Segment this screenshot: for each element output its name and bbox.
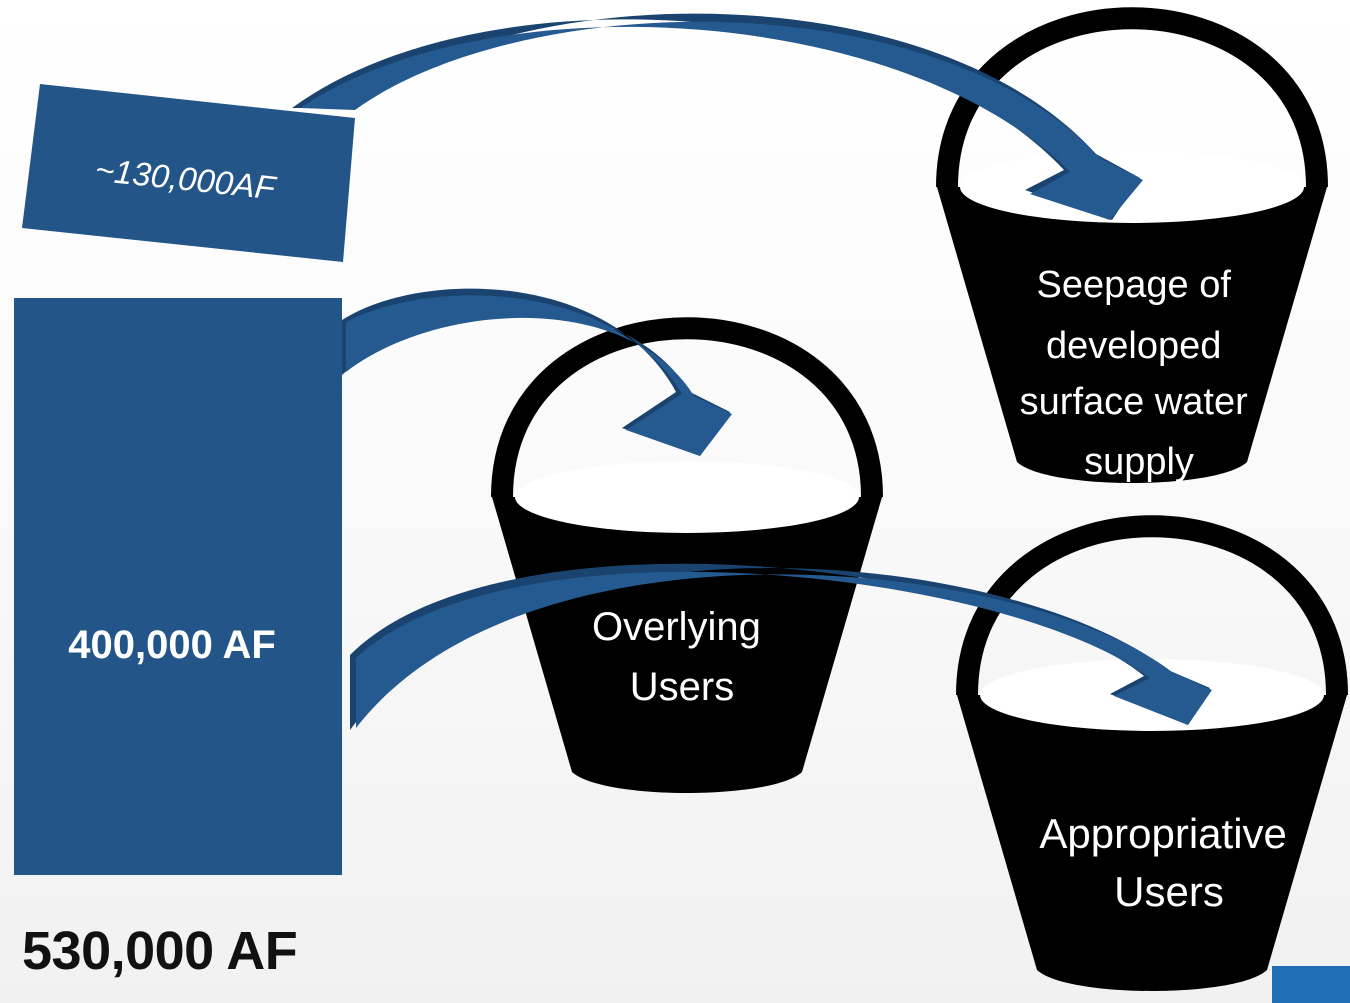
bucket-overlying: Overlying Users <box>492 328 882 793</box>
arrow-to-overlying <box>342 288 732 456</box>
svg-text:Appropriative Users: Appropriative Users <box>1039 810 1298 915</box>
bucket-seepage-label-line-3: surface water <box>1020 381 1248 423</box>
bucket-seepage: Seepage of developed surface water suppl… <box>937 18 1327 483</box>
bucket-appropriative: Appropriative Users <box>957 526 1347 991</box>
bucket-seepage-label-line-2: developed <box>1046 325 1221 367</box>
bucket-overlying-label-line-1: Overlying <box>592 605 761 649</box>
bucket-seepage-label-line-4: supply <box>1084 441 1194 483</box>
bucket-appropriative-label-line-2: Users <box>1114 868 1224 915</box>
total-label: 530,000 AF <box>22 921 298 981</box>
block-400000-label: 400,000 AF <box>68 623 276 667</box>
svg-text:Seepage of developed: Seepage of developed surface water suppl… <box>1020 264 1259 483</box>
arrow-to-seepage <box>292 13 1143 220</box>
block-400000: 400,000 AF <box>14 298 342 875</box>
block-130000: ~130,000AF <box>22 84 355 262</box>
corner-accent <box>1272 966 1350 1003</box>
bucket-seepage-label-line-1: Seepage of <box>1037 264 1232 306</box>
bucket-overlying-label-line-2: Users <box>630 665 734 709</box>
arrow-to-appropriative <box>350 563 1212 730</box>
bucket-appropriative-label-line-1: Appropriative <box>1039 810 1286 857</box>
svg-text:Overlying Users: Overlying Users <box>592 605 772 709</box>
